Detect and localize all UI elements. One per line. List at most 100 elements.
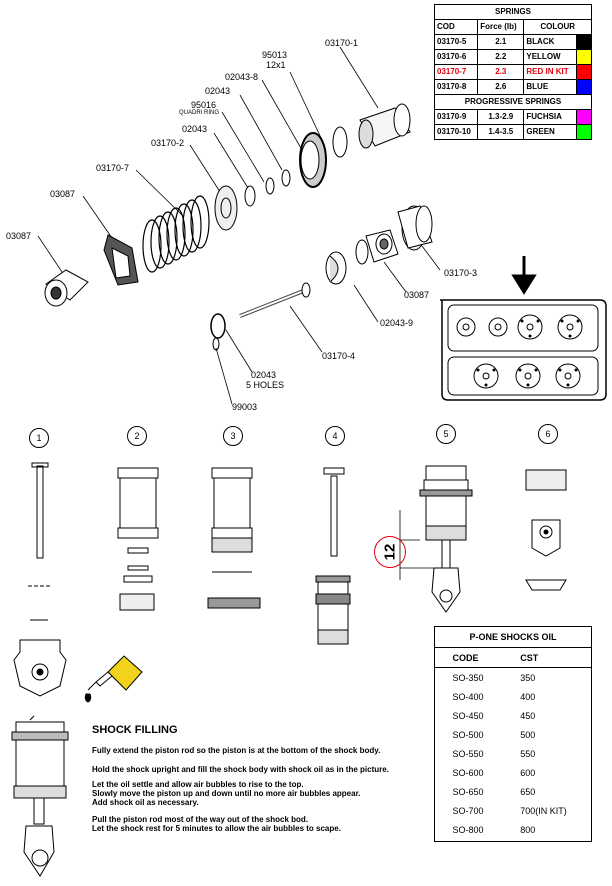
collar-part bbox=[299, 132, 327, 188]
dimension-callout: 12 bbox=[374, 536, 406, 568]
shock-filling-title: SHOCK FILLING bbox=[92, 724, 178, 736]
oil-row: SO-650 650 bbox=[435, 782, 592, 801]
part-label: 03087 bbox=[50, 189, 76, 199]
springs-row: 03170-8 2.6 BLUE bbox=[433, 79, 592, 95]
piston-rod-part bbox=[239, 282, 311, 318]
oil-row: SO-550 550 bbox=[435, 744, 592, 763]
part-label: 03087 bbox=[6, 231, 32, 241]
part-label: 95013 bbox=[262, 50, 288, 60]
instruction-line: Pull the piston rod most of the way out … bbox=[92, 815, 308, 824]
oil-code: SO-800 bbox=[452, 824, 484, 835]
oil-code: SO-650 bbox=[452, 786, 484, 797]
step-1-drawing bbox=[13, 462, 67, 697]
oil-cst: 500 bbox=[520, 729, 536, 740]
oil-code: SO-550 bbox=[452, 748, 484, 759]
instruction-line: Let the shock rest for 5 minutes to allo… bbox=[92, 824, 341, 833]
part-label: 95016 bbox=[191, 100, 217, 110]
instruction-line: Fully extend the piston rod so the pisto… bbox=[92, 746, 381, 755]
instruction-line: Let the oil settle and allow air bubbles… bbox=[92, 780, 304, 789]
step-number: 3 bbox=[223, 426, 243, 446]
o-ring-part bbox=[332, 126, 348, 158]
colour-swatch bbox=[576, 64, 592, 80]
spring-part bbox=[142, 195, 210, 273]
oil-code: SO-600 bbox=[452, 767, 484, 778]
part-label: QUADRI RING bbox=[179, 110, 220, 116]
spring-cod: 03170-10 bbox=[433, 124, 479, 140]
instruction-line: Slowly move the piston up and down until… bbox=[92, 789, 361, 798]
dimension-value: 12 bbox=[381, 543, 398, 561]
springs-row: 03170-9 1.3-2.9 FUCHSIA bbox=[433, 109, 592, 125]
bump-part bbox=[325, 251, 347, 285]
step-number: 4 bbox=[325, 426, 345, 446]
step-number: 5 bbox=[436, 424, 456, 444]
oil-code: SO-700 bbox=[452, 805, 484, 816]
part-label: 03170-4 bbox=[322, 351, 356, 361]
oil-code: SO-500 bbox=[452, 729, 484, 740]
oil-row: SO-450 450 bbox=[435, 706, 592, 725]
part-label: 03170-2 bbox=[151, 138, 185, 148]
spring-force: 1.4-3.5 bbox=[477, 124, 525, 140]
oil-cst: 550 bbox=[520, 748, 536, 759]
colour-swatch bbox=[576, 79, 592, 95]
oil-row: SO-500 500 bbox=[435, 725, 592, 744]
quadri-ring-part bbox=[244, 185, 256, 207]
colour-swatch bbox=[576, 124, 592, 140]
spring-force: 2.6 bbox=[477, 79, 525, 95]
e-clip-part bbox=[212, 337, 220, 351]
oil-bottle-icon bbox=[84, 655, 143, 703]
spring-cup-part bbox=[214, 185, 238, 231]
part-label: 03087 bbox=[404, 290, 430, 300]
springs-table: SPRINGS COD Force (lb) COLOUR 03170-5 2.… bbox=[433, 4, 592, 140]
oil-header-code: CODE bbox=[434, 647, 503, 668]
part-label: 02043-8 bbox=[225, 72, 259, 82]
oil-cst: 650 bbox=[520, 786, 536, 797]
step-2-drawing bbox=[117, 467, 159, 611]
oil-code: SO-350 bbox=[452, 672, 484, 683]
piston-holes-inset bbox=[440, 299, 607, 401]
part-label: 5 HOLES bbox=[246, 380, 285, 390]
step-6-drawing bbox=[525, 469, 567, 591]
step-number: 6 bbox=[538, 424, 558, 444]
part-label: 99003 bbox=[232, 402, 258, 412]
oil-cst: 800 bbox=[520, 824, 536, 835]
colour-swatch bbox=[576, 34, 592, 50]
washer-part bbox=[281, 169, 291, 187]
oil-cst: 450 bbox=[520, 710, 536, 721]
lower-cup-part bbox=[103, 234, 139, 286]
oil-header-cst: CST bbox=[502, 647, 592, 668]
down-arrow-icon bbox=[511, 256, 537, 295]
leader-lines bbox=[37, 46, 441, 405]
step-4-drawing bbox=[315, 467, 351, 645]
colour-swatch bbox=[576, 109, 592, 125]
oil-code: SO-450 bbox=[452, 710, 484, 721]
oil-table-title: P-ONE SHOCKS OIL bbox=[434, 626, 592, 648]
washer-part bbox=[265, 177, 275, 195]
springs-row: 03170-10 1.4-3.5 GREEN bbox=[433, 124, 592, 140]
oil-cst: 700(IN KIT) bbox=[520, 805, 567, 816]
instruction-line: Add shock oil as necessary. bbox=[92, 798, 199, 807]
piston-disc bbox=[456, 314, 583, 389]
oil-row: SO-350 350 bbox=[435, 668, 592, 688]
part-label: 02043 bbox=[205, 86, 231, 96]
part-label: 03170-1 bbox=[325, 38, 359, 48]
step-3-drawing bbox=[207, 467, 261, 609]
step-number: 1 bbox=[29, 428, 49, 448]
part-label: 02043-9 bbox=[380, 318, 414, 328]
cap-part bbox=[397, 205, 433, 251]
part-label: 12x1 bbox=[266, 60, 286, 70]
oil-cst: 400 bbox=[520, 691, 536, 702]
oil-cst: 350 bbox=[520, 672, 536, 683]
oil-row: SO-700 700(IN KIT) bbox=[435, 801, 592, 820]
eyelet-part bbox=[355, 229, 399, 265]
part-label: 02043 bbox=[251, 370, 277, 380]
piston-part bbox=[210, 313, 226, 339]
step-5-drawing bbox=[399, 465, 473, 613]
spring-colour: GREEN bbox=[523, 124, 577, 140]
part-label: 03170-7 bbox=[96, 163, 130, 173]
instruction-line: Hold the shock upright and fill the shoc… bbox=[92, 765, 389, 774]
